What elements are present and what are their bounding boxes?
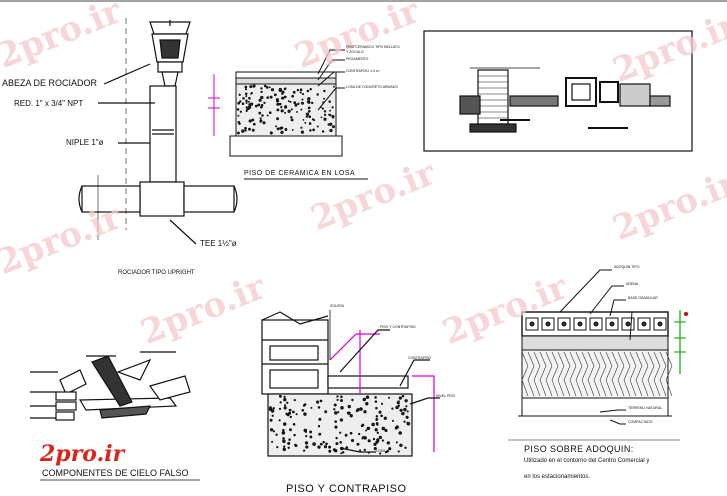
site-logo: 2pro.ir: [40, 441, 125, 467]
reduction-label: RED. 1" x 3/4" NPT: [14, 99, 84, 108]
paver-note: ARENA: [626, 282, 639, 286]
subfloor-note: PISO Y CONTRAPISO: [380, 325, 416, 329]
subfloor-note: CONTRAPISO: [408, 356, 432, 360]
floor-and-subfloor-section: [261, 310, 440, 457]
paver-subtitle: Utilizado en el contorno del Centro Come…: [524, 458, 650, 464]
sprinkler-head-label: ABEZA DE ROCIADOR: [2, 78, 98, 88]
paver-note: BASE GRANULAR: [628, 296, 658, 300]
ceramic-note: PEGAMENTO: [346, 57, 369, 61]
sprinkler-title: ROCIADOR TIPO UPRIGHT: [118, 270, 195, 276]
paver-note: COMPACTADO: [628, 420, 653, 424]
ceramic-floor-section: [208, 49, 368, 180]
subfloor-note: SOLERA: [330, 304, 345, 308]
paver-note: TERRENO NATURAL: [628, 406, 663, 410]
ceramic-note: LOSA DE CONCRETO ARMADO: [346, 85, 399, 89]
subfloor-title: PISO Y CONTRAPISO: [286, 483, 407, 495]
paver-title: PISO SOBRE ADOQUIN:: [524, 444, 634, 454]
foundation-detail-frame: [423, 30, 693, 152]
tee-label: TEE 1½"ø: [200, 239, 237, 248]
brick-pattern: [478, 75, 508, 119]
false-ceiling-components: [30, 351, 200, 481]
subfloor-note: NIVEL PISO: [436, 394, 456, 398]
ceramic-note: PISO CERAMICO TIPO BELLATO: [346, 45, 400, 49]
ceramic-note: CONTRAPISO 1:4 e=: [346, 69, 380, 73]
paver-blocks: [525, 317, 667, 331]
concrete-aggregate-pattern: [236, 84, 335, 135]
ceiling-title: COMPONENTES DE CIELO FALSO: [42, 468, 189, 478]
ceramic-note: Y ZOCALO: [346, 50, 364, 54]
paver-floor-section: [508, 269, 688, 441]
paver-note: ADOQUIN TIPO: [614, 265, 640, 269]
nipple-label: NIPLE 1"ø: [66, 138, 104, 147]
ceramic-floor-title: PISO DE CERAMICA EN LOSA: [244, 170, 356, 177]
paver-subtitle: en los estacionamientos.: [524, 474, 591, 480]
sprinkler-detail: [78, 18, 238, 245]
subfloor-note: LOSA: [376, 449, 386, 453]
granular-base-hatch: [521, 351, 673, 397]
